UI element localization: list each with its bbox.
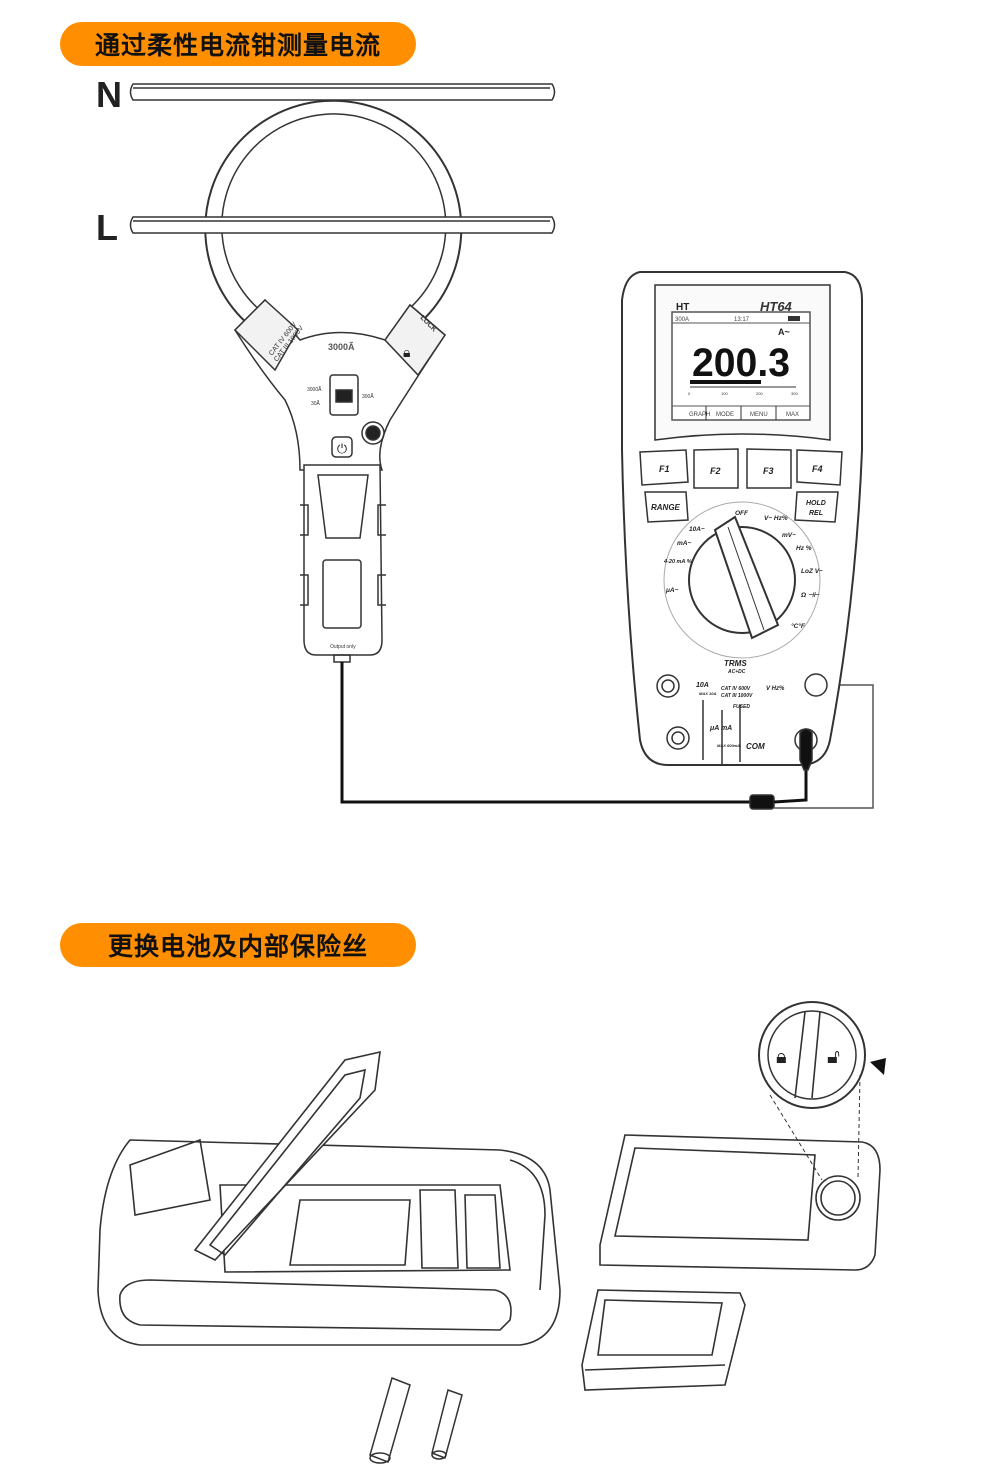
rotate-arrow-icon (870, 1058, 886, 1075)
neutral-wire (129, 83, 556, 101)
dial-ohm[interactable]: Ω ⊣⊢ (800, 592, 820, 599)
terminal-com-label: COM (746, 742, 765, 751)
acdc-label: AC+DC (727, 669, 746, 675)
multimeter-body (621, 271, 863, 771)
meter-cat-rating-2: CAT III 1000V (721, 693, 753, 699)
display-time: 13:17 (734, 317, 750, 323)
terminal-10a-label: 10A (696, 682, 709, 689)
line-wire (129, 216, 556, 234)
display-bargraph (690, 380, 761, 384)
fuse-2 (431, 1389, 463, 1460)
battery-pack (581, 1289, 746, 1391)
battery-icon (788, 316, 800, 321)
dial-ma[interactable]: mA~ (677, 540, 691, 547)
softkey-menu[interactable]: MENU (750, 412, 768, 418)
dial-mv[interactable]: mV~ (782, 532, 796, 539)
softkey-mode[interactable]: MODE (716, 412, 734, 418)
clamp-output-label: Output only (330, 644, 356, 650)
fuse-1 (369, 1377, 411, 1464)
terminal-v-label: V Hz% (766, 686, 785, 692)
meter-open-battery-compartment (97, 1050, 561, 1346)
probe-lead (774, 684, 874, 809)
power-icon: ⏻ (337, 442, 347, 457)
meter-cat-rating-1: CAT IV 600V (721, 686, 751, 692)
unlocked-icon: 🔓︎ (827, 1044, 840, 1068)
clamp-range-30: 30Ã (311, 400, 321, 407)
dial-temp[interactable]: °C°F (791, 622, 806, 630)
dial-off[interactable]: OFF (735, 510, 749, 517)
softkey-max[interactable]: MAX (786, 412, 799, 418)
dial-loz[interactable]: LoZ V~ (801, 568, 823, 575)
lock-icon: 🔒︎ (403, 345, 410, 361)
dial-hz[interactable]: Hz % (796, 545, 812, 552)
f3-button[interactable]: F3 (763, 466, 774, 476)
locked-icon: 🔒︎ (776, 1044, 787, 1068)
f4-button[interactable]: F4 (812, 464, 823, 474)
display-range: 300A (675, 317, 689, 323)
clamp-head: ⏻ 🔒︎ (233, 298, 446, 471)
neutral-wire-label: N (96, 74, 122, 115)
softkey-graph[interactable]: GRAPH (689, 412, 710, 418)
scale-tick-label: 100 (721, 391, 728, 396)
scale-tick-label: 300 (791, 391, 798, 396)
cable-connector (749, 794, 775, 810)
meter-brand-logo: HT (676, 302, 689, 313)
battery-cover (599, 1134, 881, 1271)
f2-button[interactable]: F2 (710, 466, 721, 476)
dial-v-ac[interactable]: V~ Hz% (764, 515, 788, 522)
display-reading: 200.3 (692, 341, 790, 385)
flexible-clamp-loop (204, 99, 463, 331)
clamp-range-300: 300Ã (362, 393, 374, 400)
terminal-ua-max: MAX 600mA (717, 743, 740, 748)
section-title-clamp-measurement: 通过柔性电流钳测量电流 (60, 22, 416, 66)
clamp-handle (300, 464, 386, 663)
scale-tick-label: 200 (756, 391, 763, 396)
terminal-ua-ma-label: μA mA (709, 725, 732, 732)
rotary-dial-labels[interactable]: OFF V~ Hz% mV~ Hz % LoZ V~ Ω ⊣⊢ °C°F μA~… (663, 510, 823, 630)
dial-4-20ma[interactable]: 4-20 mA % (663, 559, 692, 565)
display-unit: A~ (778, 327, 790, 337)
dial-10a[interactable]: 10A~ (689, 526, 705, 533)
dial-ua[interactable]: μA~ (665, 587, 679, 594)
range-button[interactable]: RANGE (651, 503, 681, 512)
section-title-battery-fuse-replacement: 更换电池及内部保险丝 (60, 923, 416, 967)
line-wire-label: L (96, 207, 118, 248)
terminal-10a-max: MAX 10A (699, 691, 716, 696)
hold-button[interactable]: HOLD (806, 500, 826, 507)
trms-label: TRMS (724, 659, 747, 668)
clamp-rating: 3000Ã (328, 342, 355, 352)
meter-model: HT64 (760, 299, 793, 314)
rel-button[interactable]: REL (809, 510, 823, 517)
scale-tick-label: 0 (688, 391, 691, 396)
fused-label: FUSED (733, 704, 750, 710)
output-cable (340, 662, 752, 804)
f1-button[interactable]: F1 (659, 464, 670, 474)
lock-detail-callout: 🔒︎ 🔓︎ (758, 1001, 886, 1181)
clamp-range-3000: 3000Ã (307, 386, 322, 393)
